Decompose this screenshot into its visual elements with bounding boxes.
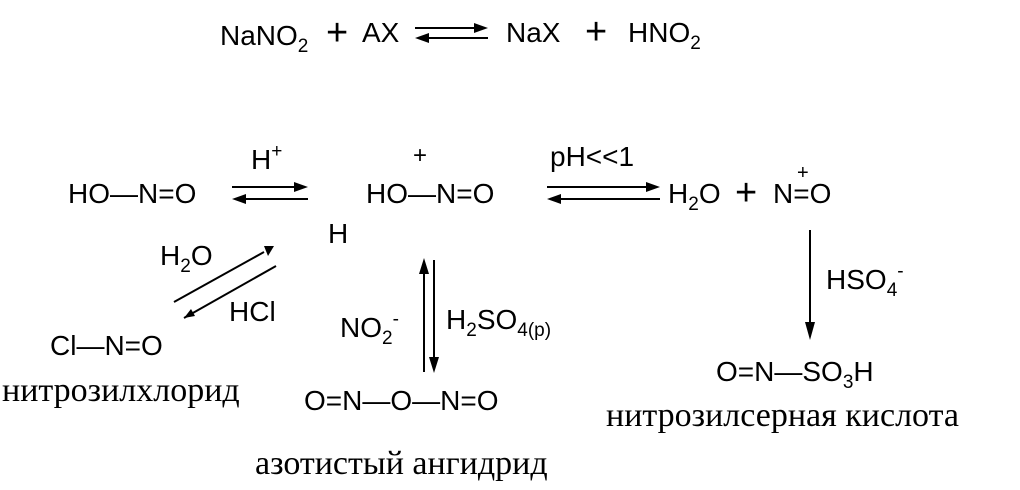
nitrosylsulfuric-acid-name: нитрозилсерная кислота — [606, 397, 959, 434]
hcl-label: HCl — [229, 296, 276, 327]
sodium-nitrite: NaNO2 — [220, 20, 309, 57]
nitrosonium-charge: + — [797, 162, 809, 184]
ph-condition: pH<<1 — [550, 141, 635, 172]
added-proton-h: H — [328, 218, 349, 249]
acid-ax: AX — [362, 17, 400, 48]
sulfuric-acid-label: H2SO4(р) — [446, 304, 552, 341]
sulfonation-arrow — [805, 230, 815, 340]
plus-sign-2: + — [585, 11, 608, 53]
nitrite-ion: NO2- — [340, 309, 399, 349]
protonation-equilibrium-arrow — [232, 182, 308, 204]
nitrous-anhydride-name: азотистый ангидрид — [255, 445, 548, 482]
protonated-charge: + — [413, 142, 428, 169]
nitrous-acid: HO—N=O — [68, 178, 197, 209]
sodium-salt-nax: NaX — [506, 17, 561, 48]
chloride-equilibrium-arrow — [173, 246, 277, 319]
plus-sign-3: + — [735, 172, 758, 214]
water-label: H2O — [160, 240, 213, 277]
nitrosyl-chloride-name: нитрозилхлорид — [2, 372, 240, 409]
dissociation-equilibrium-arrow — [547, 182, 660, 204]
nitrous-acid-top: HNO2 — [628, 17, 701, 54]
anhydride-equilibrium-arrow — [419, 258, 439, 373]
top-equilibrium-arrow — [415, 23, 488, 43]
nitrosonium-cation: N=O — [773, 178, 832, 209]
nitrosylsulfuric-acid: O=N—SO3H — [716, 356, 874, 393]
nitrous-anhydride: O=N—O—N=O — [304, 385, 499, 416]
bisulfate-label: HSO4- — [826, 261, 904, 301]
nitrosyl-chloride: Cl—N=O — [50, 330, 163, 361]
protonated-nitrous-acid: HO—N=O — [366, 178, 495, 209]
plus-sign-1: + — [326, 12, 349, 54]
water-product: H2O — [668, 178, 721, 215]
proton-label: H+ — [251, 141, 283, 175]
sodium-nitrite-formula: NaNO2 — [220, 20, 309, 57]
